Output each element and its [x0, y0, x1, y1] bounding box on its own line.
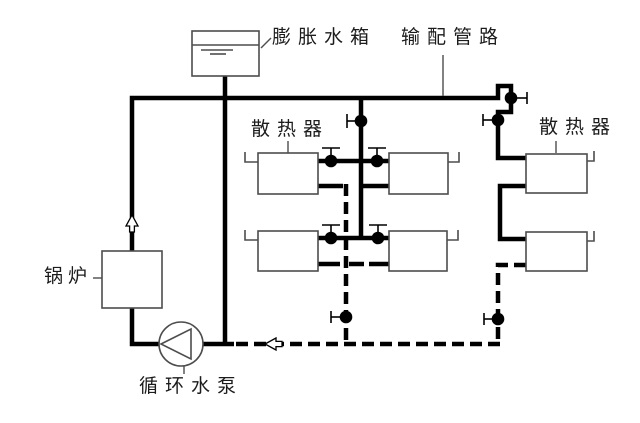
label-radiator-middle: 散热器	[251, 118, 330, 140]
boiler-symbol	[101, 250, 163, 309]
label-distribution-piping: 输配管路	[401, 26, 506, 48]
valves	[322, 91, 528, 326]
radiator-lower-right	[388, 230, 448, 272]
valve-icon-right-riser	[482, 113, 505, 127]
label-expansion-tank: 膨胀水箱	[272, 26, 377, 48]
valve-icon-upper-right	[368, 147, 386, 168]
pump-impeller-triangle	[159, 327, 192, 361]
label-radiator-right: 散热器	[539, 116, 618, 138]
supply-main-pipe	[129, 83, 526, 251]
right-return-drop	[495, 262, 526, 344]
expansion-tank-symbol	[191, 30, 260, 77]
valve-icon-lower-right	[369, 224, 387, 245]
valve-icon-right-top	[504, 91, 528, 105]
leader-expansion-tank	[260, 37, 272, 49]
boiler-return-pipe	[129, 308, 159, 347]
flow-arrow-left-icon	[263, 336, 283, 352]
valve-icon-lower-left	[322, 224, 340, 245]
label-circulation-pump: 循环水泵	[139, 375, 244, 397]
equipment	[93, 30, 595, 374]
label-boiler: 锅炉	[44, 265, 93, 287]
circulation-pump-symbol	[158, 321, 204, 367]
radiator-upper-right	[388, 152, 449, 195]
valve-icon-central-riser	[346, 114, 368, 128]
radiator-right-1	[525, 153, 588, 194]
valve-icon-central-return	[330, 310, 353, 324]
valve-icon-upper-left	[322, 147, 340, 168]
flow-arrow-up-icon	[124, 213, 140, 233]
supply-pipe	[129, 76, 526, 347]
valve-icon-right-return	[483, 312, 505, 326]
label-leader-lines	[93, 37, 557, 374]
right-column-series-pipe	[497, 183, 526, 242]
radiator-corner-stubs	[244, 151, 595, 242]
flow-arrows	[124, 213, 283, 352]
radiator-upper-left	[257, 152, 319, 195]
radiator-right-2	[525, 231, 588, 272]
radiator-lower-left	[257, 230, 319, 272]
